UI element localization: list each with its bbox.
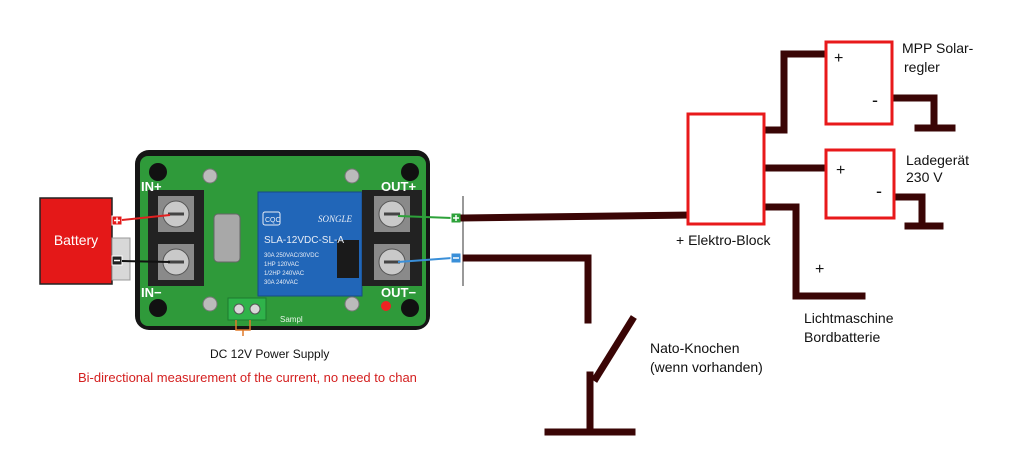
shunt-resistor [213,213,241,263]
nato-label-line1: Nato-Knochen [650,340,740,356]
ladegeraet-plus: + [836,162,845,179]
status-led [381,301,391,311]
relay-model: SLA-12VDC-SL-A [264,235,344,246]
mpp-plus: + [834,50,843,67]
out-minus-wire [397,257,453,263]
wire-block-to-mpp [760,50,828,134]
mounting-hole [149,299,167,317]
label-out-minus: OUT− [381,285,416,300]
wire-block-to-alternator [760,203,866,300]
red-caption: Bi-directional measurement of the curren… [78,371,417,385]
battery [39,197,113,285]
relay-rating-3: 1/2HP 240VAC [264,271,305,277]
screw-hole [202,296,218,312]
battery-minus-wire [121,260,171,263]
shunt-relay-module: IN+ IN− OUT+ OUT− SONGLE CQC SLA-12VDC-S… [135,150,430,330]
charger-ground-wire [890,193,926,230]
relay-rating-1: 30A 250VAC/30VDC [264,253,320,259]
supply-label: DC 12V Power Supply [210,347,330,361]
lichtmaschine-label-line1: Lichtmaschine [804,310,894,326]
ladegeraet-label-line1: Ladegerät [906,152,970,168]
supply-bracket [235,320,251,336]
lichtmaschine-label-line2: Bordbatterie [804,329,881,345]
ladegeraet-label-line2: 230 V [906,169,943,185]
mpp-minus: - [872,90,878,110]
out-plus-wire [397,215,453,219]
battery-label: Battery [54,232,98,248]
mpp-ground-wire [888,94,938,132]
mounting-hole [149,163,167,181]
switch-lever [591,315,637,383]
battery-plus-wire [121,214,171,221]
relay-brand: SONGLE [318,214,353,224]
label-in-minus: IN− [141,285,162,300]
mpp-label-line1: MPP Solar- [902,40,974,56]
elektro-block-label: + Elektro-Block [676,232,771,248]
mpp-label-line2: regler [904,59,940,75]
wire-minus-to-switch [462,254,592,324]
screw-hole [344,296,360,312]
nato-label-line2: (wenn vorhanden) [650,359,763,375]
screw-hole [202,168,218,184]
mpp-box [824,40,894,126]
lichtmaschine-plus: + [815,261,824,278]
thick-wiring [460,50,956,436]
screw-hole [344,168,360,184]
supply-connector [227,297,267,321]
ladegeraet-box [824,148,896,220]
relay-rating-4: 30A 240VAC [264,280,299,286]
relay-rating-2: 1HP 120VAC [264,262,300,268]
mounting-hole [401,163,419,181]
ladegeraet-minus: - [876,181,882,201]
wire-plus-to-block [460,211,692,222]
mounting-hole [401,299,419,317]
label-in-plus: IN+ [141,179,162,194]
relay-cqc: CQC [265,217,281,224]
board-sample-text: Sampl [280,315,303,324]
label-out-plus: OUT+ [381,179,416,194]
elektro-block-box [686,112,766,226]
